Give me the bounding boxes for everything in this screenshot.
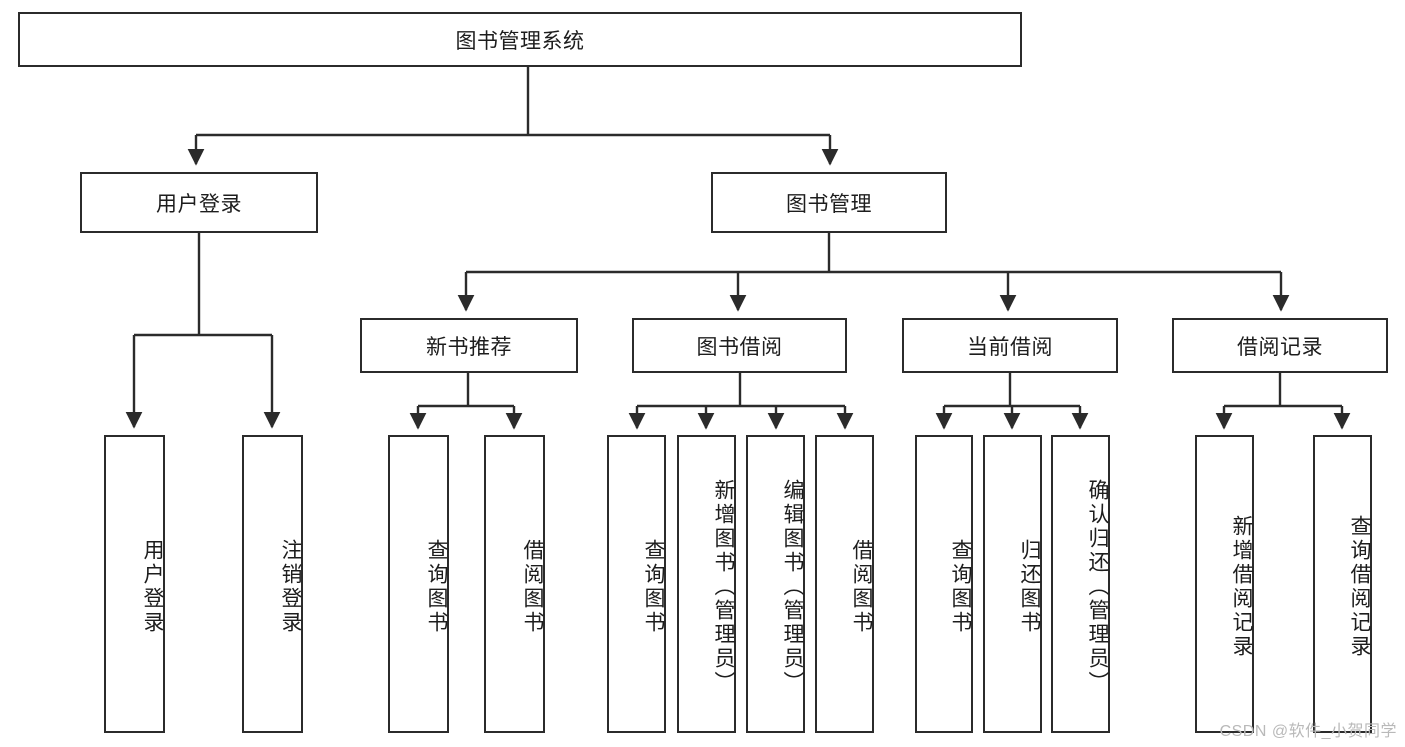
leaf-borrow-book[interactable]: 借阅图书 — [815, 435, 874, 733]
node-borrow-record[interactable]: 借阅记录 — [1172, 318, 1388, 373]
leaf-query-book-borrow-label: 查询图书 — [642, 539, 665, 635]
node-user-login-label: 用户登录 — [156, 192, 242, 216]
leaf-borrow-book-recommend[interactable]: 借阅图书 — [484, 435, 545, 733]
leaf-user-login-label: 用户登录 — [141, 539, 164, 635]
node-root-label: 图书管理系统 — [455, 29, 585, 53]
node-book-manage-label: 图书管理 — [786, 192, 872, 216]
node-new-book-recommend[interactable]: 新书推荐 — [360, 318, 578, 373]
leaf-query-book-current[interactable]: 查询图书 — [915, 435, 973, 733]
node-current-borrow[interactable]: 当前借阅 — [902, 318, 1118, 373]
node-current-borrow-label: 当前借阅 — [967, 335, 1053, 359]
leaf-query-book-recommend[interactable]: 查询图书 — [388, 435, 449, 733]
leaf-borrow-book-recommend-label: 借阅图书 — [521, 539, 544, 635]
leaf-confirm-return-admin-label: 确认归还（管理员） — [1086, 479, 1109, 695]
leaf-add-borrow-record-label: 新增借阅记录 — [1230, 515, 1253, 659]
leaf-query-book-recommend-label: 查询图书 — [425, 539, 448, 635]
node-root[interactable]: 图书管理系统 — [18, 12, 1022, 67]
leaf-borrow-book-label: 借阅图书 — [850, 539, 873, 635]
leaf-query-borrow-record[interactable]: 查询借阅记录 — [1313, 435, 1372, 733]
node-book-borrow[interactable]: 图书借阅 — [632, 318, 847, 373]
leaf-user-login[interactable]: 用户登录 — [104, 435, 165, 733]
leaf-add-borrow-record[interactable]: 新增借阅记录 — [1195, 435, 1254, 733]
leaf-edit-book-admin-label: 编辑图书（管理员） — [781, 479, 804, 695]
leaf-return-book[interactable]: 归还图书 — [983, 435, 1042, 733]
csdn-watermark: CSDN @软件_小贺同学 — [1219, 723, 1397, 740]
leaf-edit-book-admin[interactable]: 编辑图书（管理员） — [746, 435, 805, 733]
leaf-query-book-borrow[interactable]: 查询图书 — [607, 435, 666, 733]
leaf-query-borrow-record-label: 查询借阅记录 — [1348, 515, 1371, 659]
node-new-book-recommend-label: 新书推荐 — [426, 335, 512, 359]
leaf-user-logout[interactable]: 注销登录 — [242, 435, 303, 733]
leaf-confirm-return-admin[interactable]: 确认归还（管理员） — [1051, 435, 1110, 733]
leaf-return-book-label: 归还图书 — [1018, 539, 1041, 635]
node-borrow-record-label: 借阅记录 — [1237, 335, 1323, 359]
node-book-manage[interactable]: 图书管理 — [711, 172, 947, 233]
leaf-user-logout-label: 注销登录 — [279, 539, 302, 635]
leaf-query-book-current-label: 查询图书 — [949, 539, 972, 635]
leaf-add-book-admin-label: 新增图书（管理员） — [712, 479, 735, 695]
leaf-add-book-admin[interactable]: 新增图书（管理员） — [677, 435, 736, 733]
node-book-borrow-label: 图书借阅 — [696, 335, 783, 359]
node-user-login[interactable]: 用户登录 — [80, 172, 318, 233]
